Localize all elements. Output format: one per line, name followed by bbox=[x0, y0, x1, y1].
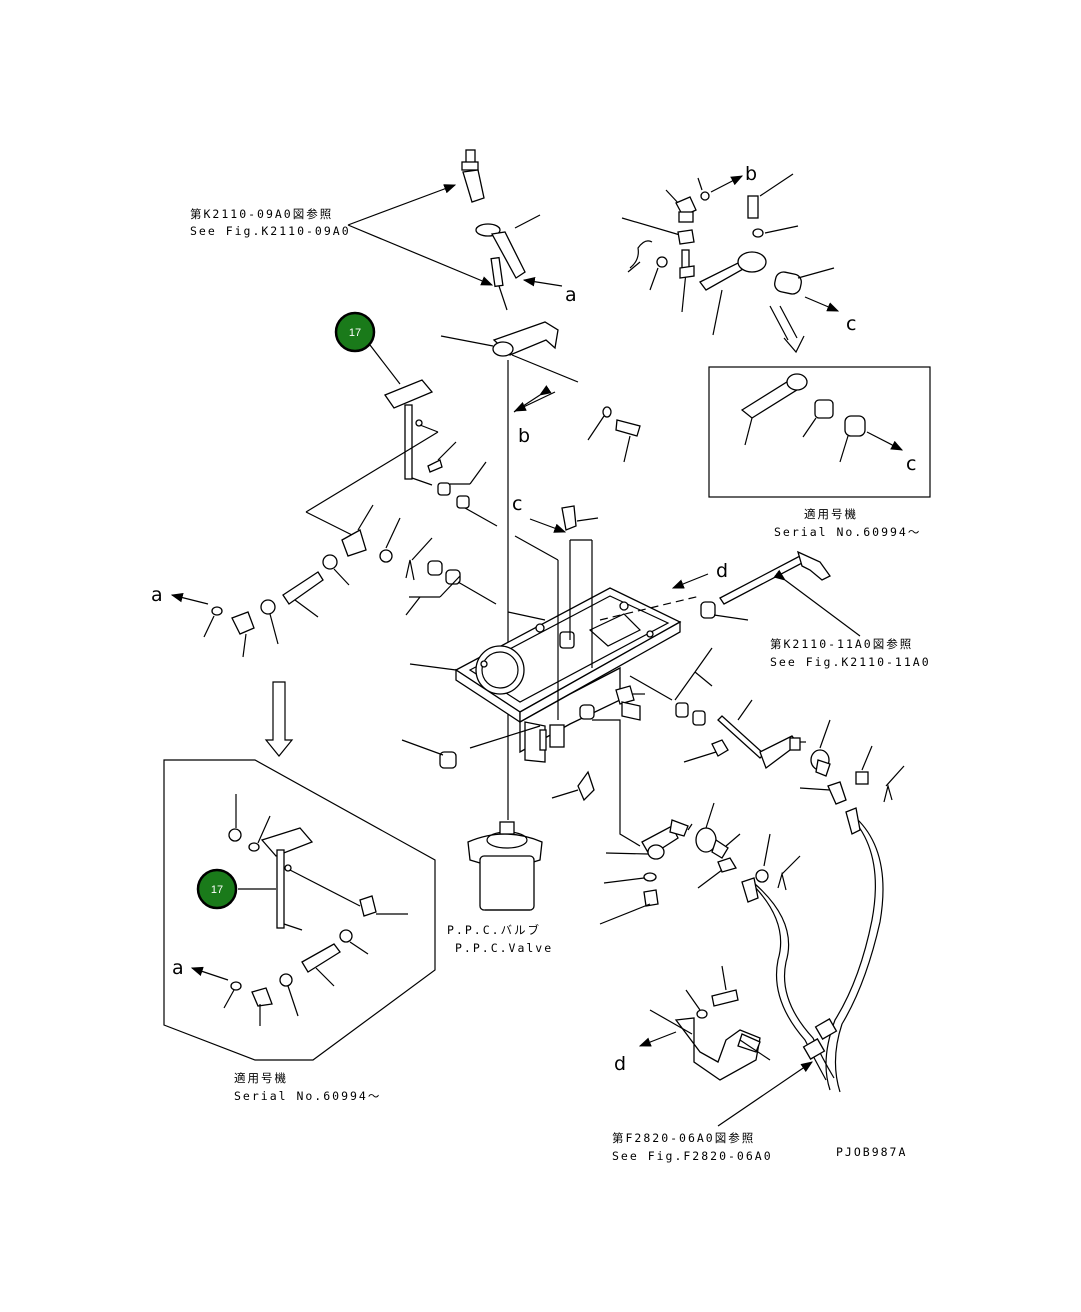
top-right-parts: b c bbox=[621, 163, 856, 354]
lever-part bbox=[475, 214, 541, 279]
letter-c-mid: c bbox=[512, 493, 522, 515]
item-17-badge-bottom[interactable]: 17 bbox=[196, 868, 238, 910]
leader-line bbox=[347, 184, 457, 226]
top-bracket-part: b bbox=[440, 321, 641, 820]
pin-part bbox=[490, 256, 508, 311]
pedal-part bbox=[305, 379, 498, 539]
ref-f2820-06a0-en: See Fig.F2820-06A0 bbox=[612, 1149, 773, 1163]
drawing-code: PJOB987A bbox=[836, 1145, 907, 1159]
serial-jp-top-right: 適用号機 bbox=[804, 507, 858, 521]
leader-line bbox=[717, 1061, 813, 1127]
item-17-label-top: 17 bbox=[349, 327, 361, 339]
left-parts-chain: a bbox=[151, 504, 497, 658]
ref-k2110-09a0-en: See Fig.K2110-09A0 bbox=[190, 224, 351, 238]
letter-a-bottom: a bbox=[172, 957, 184, 979]
serial-polygon-bottom-left: a bbox=[163, 759, 436, 1061]
ppc-valve-part bbox=[467, 821, 543, 911]
leader-line bbox=[369, 344, 401, 385]
ref-k2110-09a0-jp: 第K2110-09A0図参照 bbox=[190, 207, 333, 221]
right-rod-part bbox=[700, 550, 861, 637]
ref-k2110-11a0-en: See Fig.K2110-11A0 bbox=[770, 655, 931, 669]
letter-a-top: a bbox=[565, 284, 577, 306]
cables bbox=[741, 807, 884, 1093]
letter-d-bottom: d bbox=[614, 1053, 626, 1075]
lower-linkage-parts bbox=[551, 719, 801, 925]
ppc-valve-en: P.P.C.Valve bbox=[455, 941, 553, 955]
knob-part bbox=[461, 149, 485, 203]
ref-k2110-09a0-group: 第K2110-09A0図参照 See Fig.K2110-09A0 bbox=[190, 184, 494, 286]
item-17-label-bottom: 17 bbox=[211, 884, 223, 896]
leader-line bbox=[347, 224, 494, 286]
serial-box-top-right: c bbox=[708, 366, 931, 498]
ref-k2110-11a0-jp: 第K2110-11A0図参照 bbox=[770, 637, 913, 651]
arrow-a-top bbox=[522, 276, 563, 287]
ppc-valve-jp: P.P.C.バルブ bbox=[447, 923, 541, 937]
ref-f2820-06a0-jp: 第F2820-06A0図参照 bbox=[612, 1131, 755, 1145]
letter-c-box: c bbox=[906, 453, 916, 475]
letter-c-top: c bbox=[846, 313, 856, 335]
grease-nipple-part bbox=[561, 505, 599, 531]
letter-d-mid: d bbox=[716, 560, 728, 582]
item-17-badge-top[interactable]: 17 bbox=[334, 311, 376, 353]
letter-b-mid: b bbox=[518, 425, 530, 447]
lower-bracket-part: d bbox=[614, 965, 771, 1081]
serial-en-bottom-left: Serial No.60994～ bbox=[234, 1089, 381, 1103]
bushing-part bbox=[401, 739, 457, 769]
lower-right-lever-parts bbox=[674, 647, 905, 805]
serial-jp-bottom-left: 適用号機 bbox=[234, 1071, 288, 1085]
base-plate-part bbox=[409, 535, 701, 763]
letter-b-top: b bbox=[745, 163, 757, 185]
serial-en-top-right: Serial No.60994～ bbox=[774, 525, 921, 539]
down-arrow-icon bbox=[264, 681, 294, 757]
letter-a-left: a bbox=[151, 584, 163, 606]
